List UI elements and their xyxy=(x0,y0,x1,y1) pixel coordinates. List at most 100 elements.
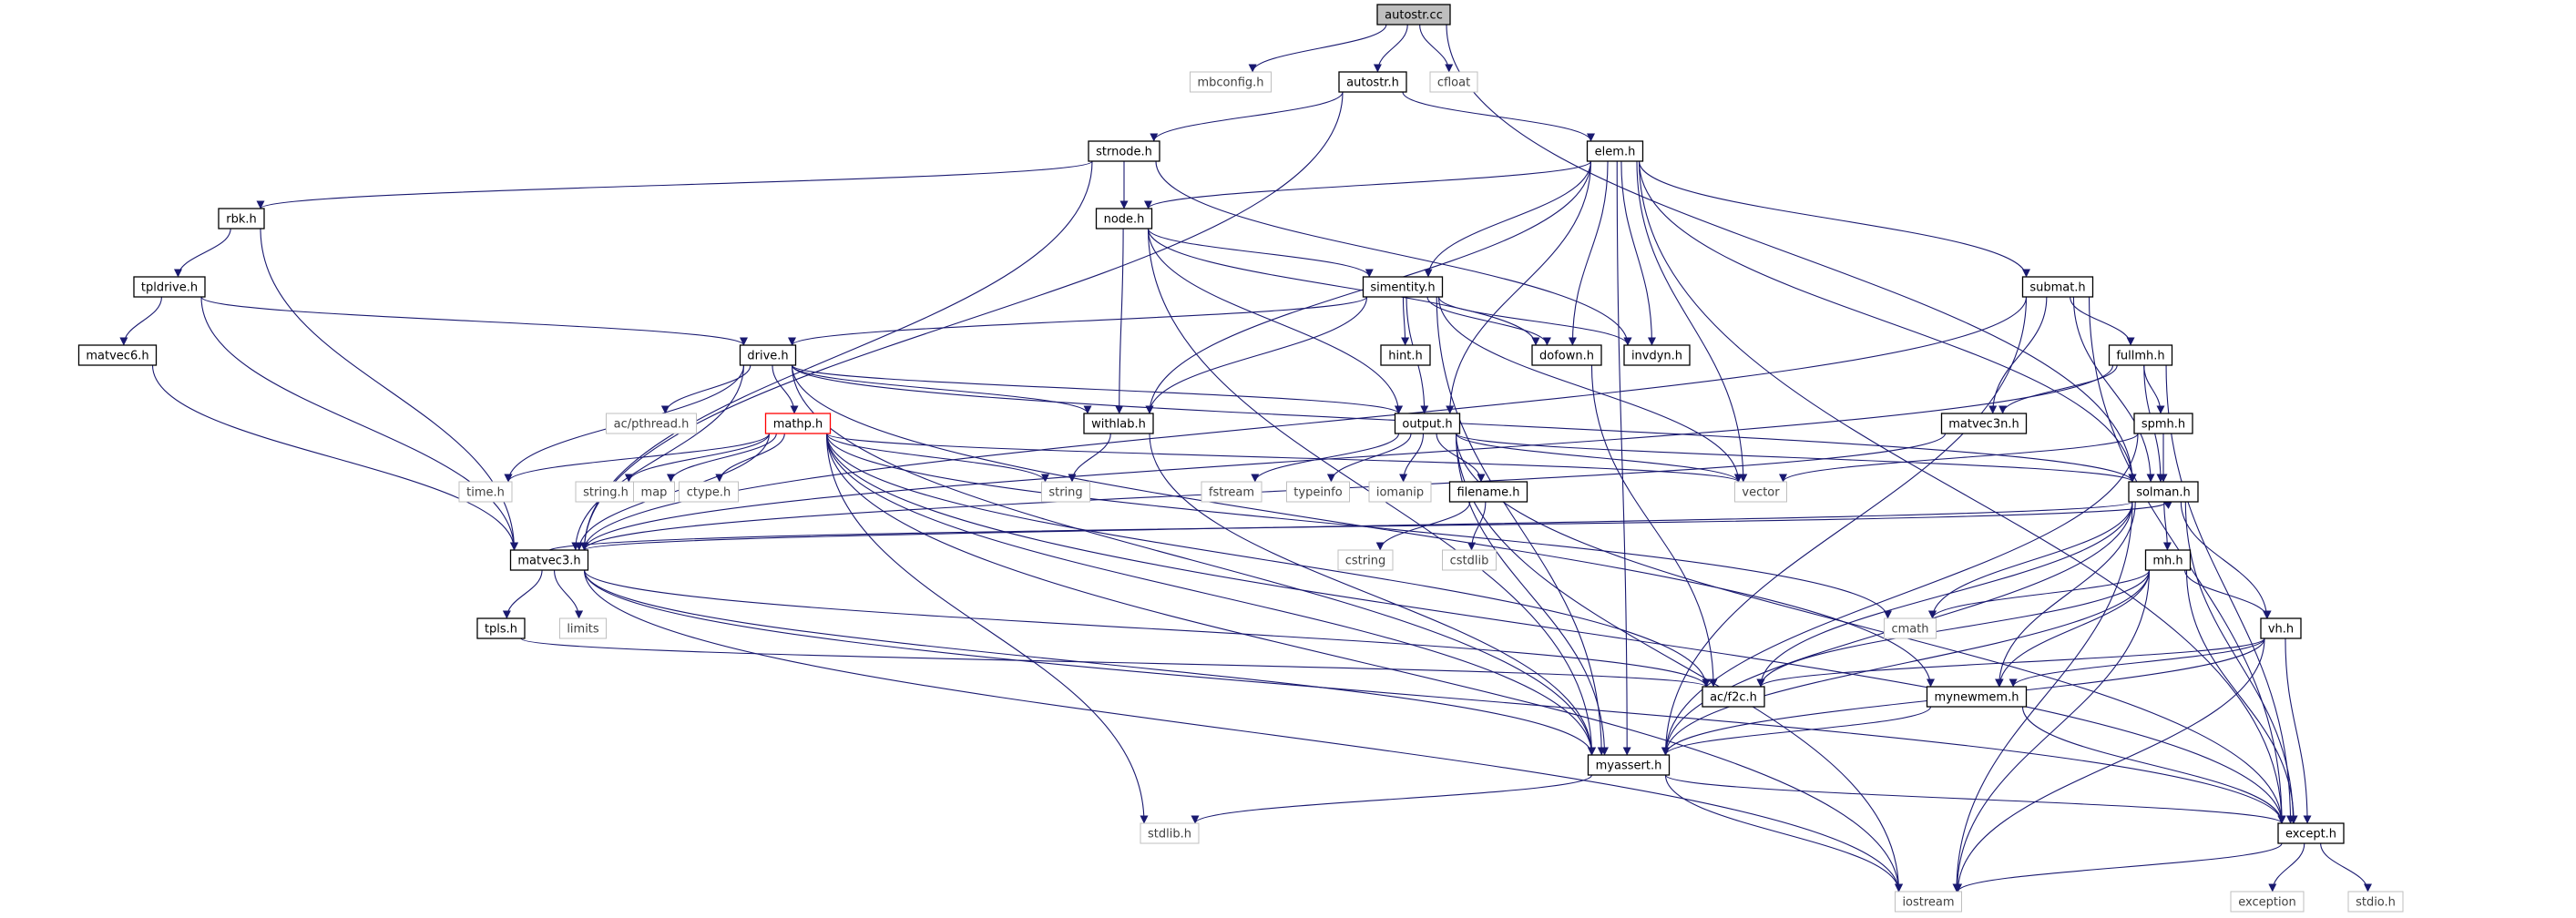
graph-node[interactable]: rbk.h xyxy=(218,208,265,230)
graph-node[interactable]: stdlib.h xyxy=(1140,822,1200,844)
node-label: vector xyxy=(1742,486,1780,500)
graph-node[interactable]: time.h xyxy=(458,481,513,503)
graph-node[interactable]: iomanip xyxy=(1368,481,1432,503)
node-label: simentity.h xyxy=(1370,281,1435,295)
graph-node[interactable]: matvec3n.h xyxy=(1940,413,2028,434)
graph-node[interactable]: matvec6.h xyxy=(77,344,158,366)
dependency-edge xyxy=(1928,569,2151,619)
dependency-edge xyxy=(583,569,1596,756)
graph-node[interactable]: mynewmem.h xyxy=(1926,686,2028,708)
dependency-edge xyxy=(667,433,777,483)
dependency-edge xyxy=(1616,160,1631,756)
dependency-edge xyxy=(580,501,2133,551)
graph-node[interactable]: fstream xyxy=(1201,481,1262,503)
dependency-edge xyxy=(1756,569,2151,688)
graph-node[interactable]: drive.h xyxy=(739,344,797,366)
dependency-edge xyxy=(1426,296,1551,346)
graph-node[interactable]: autostr.h xyxy=(1338,71,1407,93)
node-label: autostr.cc xyxy=(1385,9,1443,23)
graph-node[interactable]: cstring xyxy=(1337,549,1394,571)
graph-node[interactable]: stdio.h xyxy=(2347,891,2404,913)
graph-node[interactable]: ac/f2c.h xyxy=(1702,686,1765,708)
dependency-edge xyxy=(1436,296,1606,756)
graph-node[interactable]: submat.h xyxy=(2021,276,2094,298)
graph-node[interactable]: invdyn.h xyxy=(1623,344,1691,366)
graph-node[interactable]: string xyxy=(1041,481,1090,503)
dependency-edge xyxy=(1756,501,2133,688)
graph-node[interactable]: hint.h xyxy=(1380,344,1431,366)
dependency-edge xyxy=(1988,296,2048,414)
graph-node[interactable]: autostr.cc xyxy=(1376,4,1451,26)
graph-node[interactable]: mbconfig.h xyxy=(1190,71,1272,93)
dependency-edge xyxy=(583,569,1711,688)
graph-node[interactable]: output.h xyxy=(1394,413,1461,434)
dependency-edge xyxy=(1147,228,1403,414)
node-box xyxy=(1442,549,1497,571)
dependency-edge xyxy=(791,364,1092,414)
node-label: withlab.h xyxy=(1091,418,1146,432)
graph-node[interactable]: mathp.h xyxy=(764,413,832,434)
node-label: autostr.h xyxy=(1346,76,1399,90)
dependency-edge xyxy=(520,638,1711,688)
graph-node[interactable]: ctype.h xyxy=(679,481,739,503)
graph-node[interactable]: ac/pthread.h xyxy=(606,413,697,434)
graph-node[interactable]: solman.h xyxy=(2128,481,2199,503)
graph-node[interactable]: typeinfo xyxy=(1286,481,1350,503)
dependency-edge xyxy=(1995,501,2136,688)
node-box xyxy=(2133,413,2193,434)
dependency-edge xyxy=(1779,433,2139,483)
graph-node[interactable]: cfloat xyxy=(1429,71,1478,93)
node-label: iomanip xyxy=(1376,486,1424,500)
nodes-layer: autostr.cc mbconfig.h autostr.h cfloat strno… xyxy=(77,4,2404,913)
graph-node[interactable]: strnode.h xyxy=(1088,140,1160,162)
graph-node[interactable]: except.h xyxy=(2277,822,2345,844)
dependency-edge xyxy=(825,433,1903,892)
graph-node[interactable]: tpldrive.h xyxy=(133,276,206,298)
node-label: elem.h xyxy=(1595,146,1636,159)
graph-node[interactable]: simentity.h xyxy=(1362,276,1444,298)
graph-node[interactable]: spmh.h xyxy=(2133,413,2193,434)
node-box xyxy=(1394,413,1461,434)
graph-node[interactable]: cmath xyxy=(1884,617,1937,639)
graph-node[interactable]: cstdlib xyxy=(1442,549,1497,571)
graph-node[interactable]: filename.h xyxy=(1448,481,1528,503)
dependency-edge xyxy=(1446,160,1592,414)
edges-layer xyxy=(119,24,2372,892)
node-box xyxy=(1362,276,1444,298)
dependency-edge xyxy=(788,296,1368,346)
dependency-edge xyxy=(1954,842,2283,892)
dependency-edge xyxy=(548,501,2172,551)
dependency-edge xyxy=(1638,160,2030,278)
dependency-edge xyxy=(2070,296,2135,346)
dependency-edge xyxy=(1419,24,1454,73)
graph-node[interactable]: limits xyxy=(559,617,607,639)
dependency-edge xyxy=(2185,569,2298,824)
node-box xyxy=(1338,71,1407,93)
graph-node[interactable]: dofown.h xyxy=(1531,344,1602,366)
graph-node[interactable]: mh.h xyxy=(2144,549,2192,571)
node-box xyxy=(1201,481,1262,503)
node-box xyxy=(2277,822,2345,844)
node-box xyxy=(633,481,675,503)
dependency-edge xyxy=(2184,501,2298,824)
dependency-edge xyxy=(554,569,584,619)
graph-node[interactable]: vh.h xyxy=(2260,617,2302,639)
graph-node[interactable]: vector xyxy=(1734,481,1787,503)
graph-node[interactable]: fullmh.h xyxy=(2108,344,2173,366)
graph-node[interactable]: withlab.h xyxy=(1083,413,1154,434)
graph-node[interactable]: myassert.h xyxy=(1587,754,1671,776)
node-label: matvec3n.h xyxy=(1948,418,2019,432)
dependency-edge xyxy=(200,296,748,346)
node-box xyxy=(1531,344,1602,366)
graph-node[interactable]: elem.h xyxy=(1586,140,1644,162)
graph-node[interactable]: matvec3.h xyxy=(509,549,589,571)
node-box xyxy=(739,344,797,366)
graph-node[interactable]: string.h xyxy=(575,481,637,503)
graph-node[interactable]: tpls.h xyxy=(476,617,526,639)
graph-node[interactable]: exception xyxy=(2230,891,2305,913)
dependency-edge xyxy=(825,433,1596,756)
graph-node[interactable]: node.h xyxy=(1095,208,1153,230)
graph-node[interactable]: iostream xyxy=(1895,891,1962,913)
graph-node[interactable]: map xyxy=(633,481,675,503)
dependency-edge xyxy=(2165,364,2295,824)
